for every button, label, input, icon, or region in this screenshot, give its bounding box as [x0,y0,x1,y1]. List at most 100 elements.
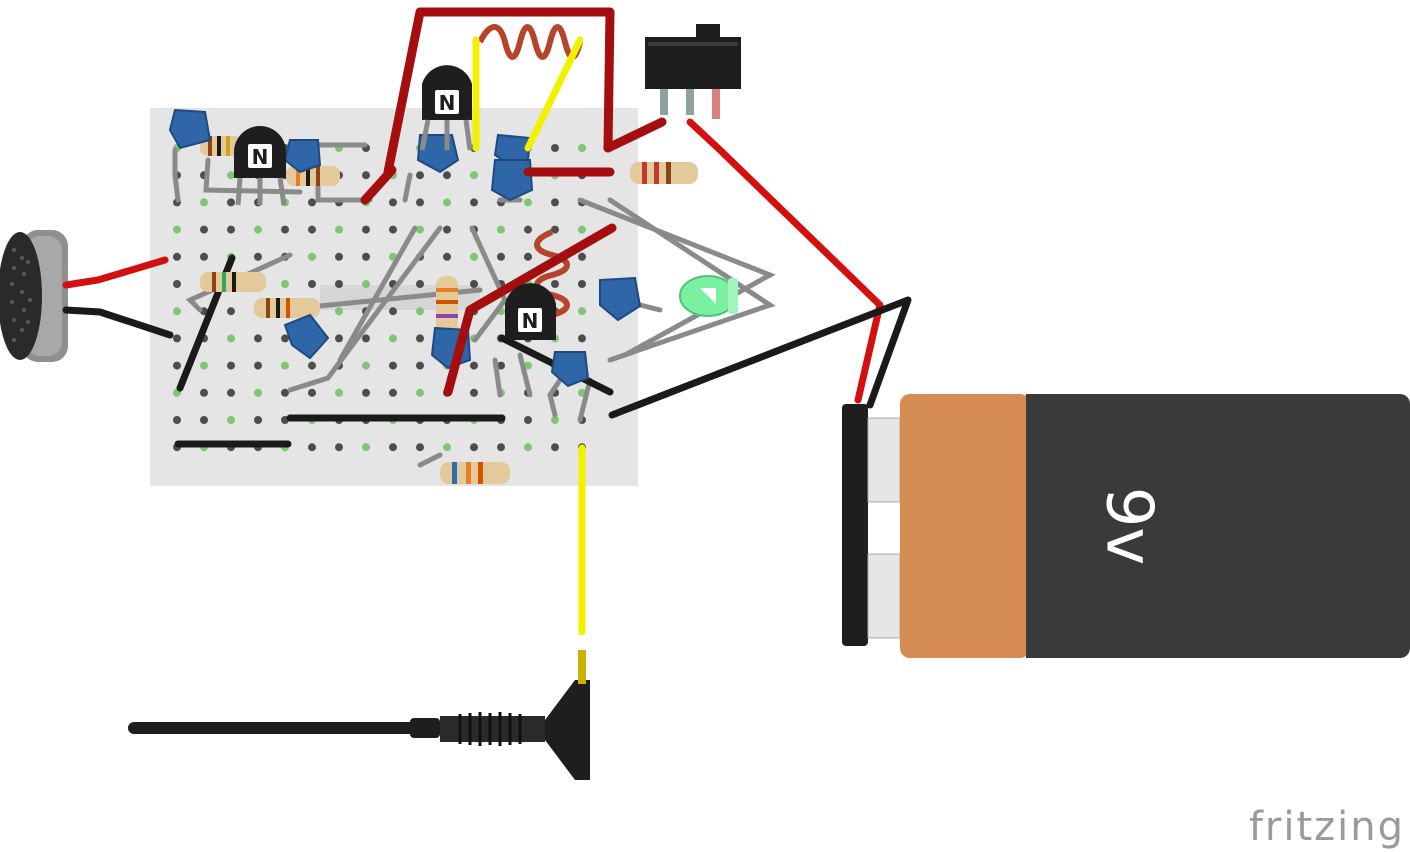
board-hole [389,198,397,207]
board-hole [335,252,343,261]
board-hole [497,225,505,234]
board-hole [200,225,208,234]
board-hole [335,280,343,288]
board-hole [416,171,424,180]
coil-top [477,24,583,60]
board-hole [362,280,370,288]
antenna-icon [128,650,590,780]
battery-black-lead [608,296,912,419]
board-hole [416,225,424,234]
board-hole [578,252,586,261]
board-hole [470,361,478,370]
yellow-wires [472,36,586,636]
board-hole [551,198,559,207]
board-hole [254,416,262,424]
board-hole [173,252,181,261]
board-hole [497,252,505,261]
board-hole [524,252,532,261]
transistor-2-label: N [439,91,456,115]
board-hole [416,198,424,207]
fritzing-logo: fritzing [1249,804,1405,850]
board-hole [173,416,181,424]
board-hole [578,307,586,316]
board-hole [416,334,424,343]
board-hole [524,225,532,234]
board-hole [227,225,235,234]
board-hole [254,361,262,370]
board-hole [416,388,424,397]
board-hole [335,334,343,343]
microphone-icon [0,230,68,362]
board-hole [416,307,424,316]
capacitors [168,108,642,388]
transistor-3: N [505,283,556,340]
board-hole [200,361,208,370]
board-hole [551,280,559,288]
board-hole [227,388,235,397]
board-hole [308,443,316,452]
board-hole [281,361,289,370]
board-hole [200,416,208,424]
mic-red-lead [62,256,169,289]
resistors [200,136,698,484]
board-hole [200,198,208,207]
board-hole [281,225,289,234]
board-hole [497,361,505,370]
board-hole [578,144,586,152]
board-hole [281,334,289,343]
board-hole [335,388,343,397]
red-wires [360,7,667,397]
board-hole [443,443,451,452]
board-hole [362,252,370,261]
board-hole [362,171,370,180]
board-hole [227,416,235,424]
board-hole [470,252,478,261]
board-hole [551,144,559,152]
board-hole [227,307,235,316]
board-hole [308,280,316,288]
board-hole [200,252,208,261]
board-hole [470,443,478,452]
board-hole [551,225,559,234]
board-hole [443,252,451,261]
board-hole [524,198,532,207]
board-hole [578,334,586,343]
board-hole [470,388,478,397]
board-hole [578,280,586,288]
transistor-3-label: N [522,309,539,333]
board-hole [227,198,235,207]
board-hole [578,225,586,234]
battery-red-lead [686,118,884,404]
board-hole [389,361,397,370]
board-hole [470,171,478,180]
board-hole [173,225,181,234]
board-hole [308,361,316,370]
board-hole [173,280,181,288]
board-hole [497,443,505,452]
board-hole [389,388,397,397]
board-hole [362,388,370,397]
board-hole [551,443,559,452]
board-hole [308,252,316,261]
board-hole [470,198,478,207]
board-hole [416,361,424,370]
board-hole [362,225,370,234]
mic-black-lead [62,306,174,339]
transistor-2: N [419,65,473,151]
board-hole [254,388,262,397]
board-hole [335,443,343,452]
board-hole [389,307,397,316]
board-hole [281,280,289,288]
board-hole [227,361,235,370]
board-hole [362,361,370,370]
battery-icon: 9v [842,394,1410,658]
board-hole [362,334,370,343]
board-hole [443,225,451,234]
transistor-1-label: N [252,145,269,169]
board-hole [254,225,262,234]
board-hole [524,361,532,370]
board-hole [335,307,343,316]
board-hole [524,416,532,424]
board-hole [173,307,181,316]
